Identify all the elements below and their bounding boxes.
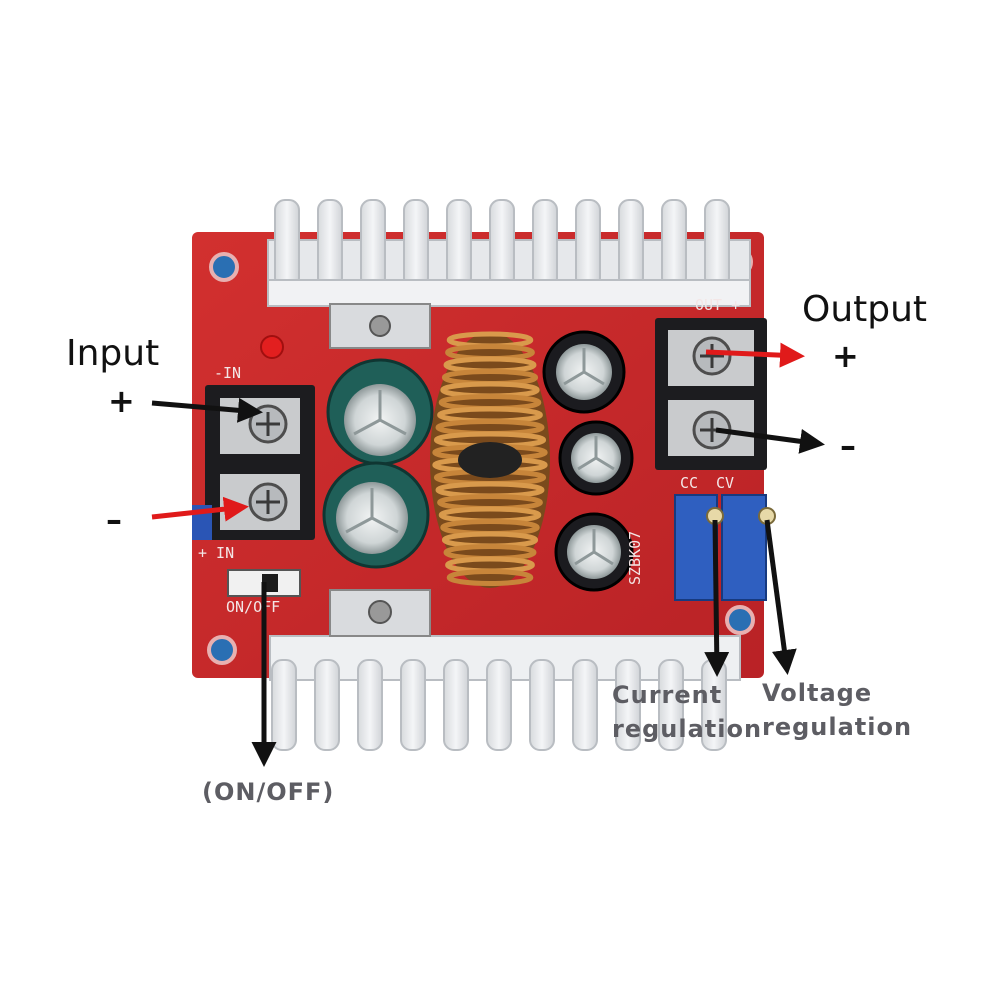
heatsink-fin [357,659,383,751]
pcb-label-in-plus: + IN [198,544,234,562]
pcb-label-cc: CC [680,474,698,492]
current-regulation-label: Current regulation [612,681,763,743]
heatsink-fin [572,659,598,751]
heatsink-fin [532,199,558,289]
output-capacitors [542,330,634,592]
heatsink-fin [658,659,684,751]
heatsink-fin [403,199,429,289]
heatsink-fin [615,659,641,751]
power-led [260,335,284,359]
heatsink-fin [443,659,469,751]
output-minus-label: – [840,427,856,465]
pcb-label-in-minus: -IN [214,364,241,382]
output-minus-arrow [715,427,825,454]
heatsink-fin [271,659,297,751]
input-minus-label: – [106,501,122,539]
output-plus-arrow [705,342,805,368]
current-regulation-arrow [704,519,730,677]
pcb-label-on-off: ON/OFF [226,598,280,616]
output-terminal-block [655,318,767,470]
potentiometers [674,494,776,601]
heatsink-fin [618,199,644,289]
heatsink-fin [314,659,340,751]
coil-turn [446,569,534,586]
pcb-label-cv: CV [716,474,734,492]
heatsink-fin [360,199,386,289]
heatsink-fin [486,659,512,751]
top-heatsink [267,199,751,307]
toroidal-inductor [430,331,550,588]
input-label: Input [66,333,160,374]
input-plus-arrow [151,397,263,423]
pcb-label-out: OUT + [695,296,740,314]
heatsink-fin [529,659,555,751]
heatsink-fin [704,199,730,289]
heatsink-fin [661,199,687,289]
heatsink-fin [274,199,300,289]
voltage-regulation-arrow [764,519,797,675]
input-minus-arrow [151,496,249,522]
output-label: Output [802,289,928,330]
bottom-heatsink [269,635,741,751]
pcb-label-model: SZBK07 [626,531,644,585]
heatsink-fin [317,199,343,289]
input-capacitors [322,358,434,569]
output-plus-label: + [832,337,859,375]
heatsink-fin [489,199,515,289]
heatsink-fin [575,199,601,289]
on-off-label: (ON/OFF) [202,778,335,806]
power-components [329,303,431,637]
input-plus-label: + [108,382,135,420]
voltage-regulation-label: Voltage regulation [762,679,913,741]
callout-arrows [151,342,825,767]
heatsink-fin [446,199,472,289]
heatsink-fin [400,659,426,751]
